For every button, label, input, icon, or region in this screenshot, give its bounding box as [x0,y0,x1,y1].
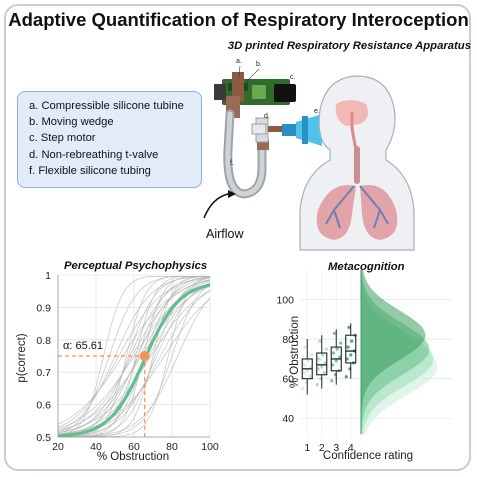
apparatus-title: 3D printed Respiratory Resistance Appara… [227,40,471,52]
box-plots [301,323,357,395]
individual-curve [57,282,211,437]
legend-item-c: c. Step motor [29,132,96,145]
data-point [338,355,342,359]
callout-d: d. [264,113,270,120]
x-tick-label: 40 [90,441,102,453]
figure-title: Adaptive Quantification of Respiratory I… [8,9,469,30]
group-curve-line [57,283,211,438]
data-point [323,361,327,365]
data-point [339,341,343,345]
metacognition-xlabel: Confidence rating [323,450,413,462]
density-curve [360,269,426,435]
data-point [309,365,313,369]
psychophysics-title: Perceptual Psychophysics [64,260,208,272]
x-tick-label: 1 [304,442,310,454]
threshold-point [139,351,150,361]
individual-curve [57,285,211,431]
callout-c: c. [290,74,296,81]
data-point [302,363,307,367]
box [316,352,328,376]
x-tick-label: 60 [128,441,140,453]
callout-b: b. [256,61,262,68]
psychometric-ylabel: p(correct) [16,333,28,382]
data-point [335,347,339,351]
data-point [350,339,354,343]
x-tick-label: 2 [319,442,325,454]
data-point [322,371,327,375]
callout-f: f. [230,160,234,167]
x-tick-label: 3 [333,442,339,454]
data-point [301,386,305,391]
data-point [330,379,334,383]
airflow-label: Airflow [206,227,244,241]
data-point [324,347,328,351]
respiratory-anatomy [299,75,415,251]
data-point [308,375,312,379]
data-point [320,365,324,369]
y-tick-label: 100 [276,295,294,307]
metacognition-title: Metacognition [328,261,405,273]
individual-curve [57,277,211,428]
data-point [332,331,337,335]
x-tick-label: 80 [166,441,178,453]
x-tick-label: 4 [348,442,354,454]
individual-curve [57,276,211,435]
group-curve [57,283,211,438]
data-point [315,383,319,387]
data-point [303,345,308,349]
psychometric-axes: 20 40 60 80 100 0.5 0.6 0.7 0.8 0.9 1 [36,270,219,453]
x-tick-label: 100 [201,441,219,453]
callout-e: e. [314,108,320,115]
y-tick-label: 40 [282,413,294,425]
data-point [321,353,325,357]
mouthpiece [282,114,322,146]
individual-curve [58,297,211,438]
apparatus-legend: a. Compressible silicone tubine b. Movin… [17,91,202,188]
data-point [346,345,350,349]
density-curves [360,269,438,435]
y-tick-label: 0.5 [36,432,51,444]
airflow-arrow [203,193,229,219]
data-point [302,371,306,375]
data-point [344,375,348,379]
psychometric-xlabel: % Obstruction [97,451,169,463]
legend-item-f: f. Flexible silicone tubing [29,164,151,177]
legend-item-a: a. Compressible silicone tubine [29,100,184,112]
data-point [345,357,349,361]
threshold-label: α: 65.61 [63,340,103,352]
y-tick-label: 0.7 [36,367,51,379]
t-valve [251,117,282,143]
data-point [334,359,338,363]
individual-curve [57,276,210,431]
data-point [349,353,353,357]
data-point [318,339,322,343]
y-tick-label: 60 [282,374,294,386]
data-point [316,367,320,371]
metacognition-ylabel: % Obstruction [289,316,301,388]
data-point [306,359,310,363]
y-tick-label: 80 [282,334,294,346]
moving-wedge [232,72,244,102]
y-tick-label: 0.6 [36,400,51,412]
y-tick-label: 0.8 [36,335,51,347]
individual-curve [57,276,211,438]
y-tick-label: 1 [45,270,51,282]
legend-item-b: b. Moving wedge [29,116,114,129]
data-point [317,357,321,361]
x-tick-label: 20 [52,441,64,453]
legend-item-d: d. Non-rebreathing t-valve [29,148,159,161]
box [345,334,357,364]
callout-a: a. [236,58,242,65]
y-tick-label: 0.9 [36,302,51,314]
data-point [310,353,314,357]
individual-curve [57,298,211,435]
psychometric-chart: 20 40 60 80 100 0.5 0.6 0.7 0.8 0.9 1 p(correct) %… [16,270,219,463]
data-point [331,351,336,355]
data-point [305,369,309,373]
data-point [347,325,351,329]
data-point [331,363,335,367]
